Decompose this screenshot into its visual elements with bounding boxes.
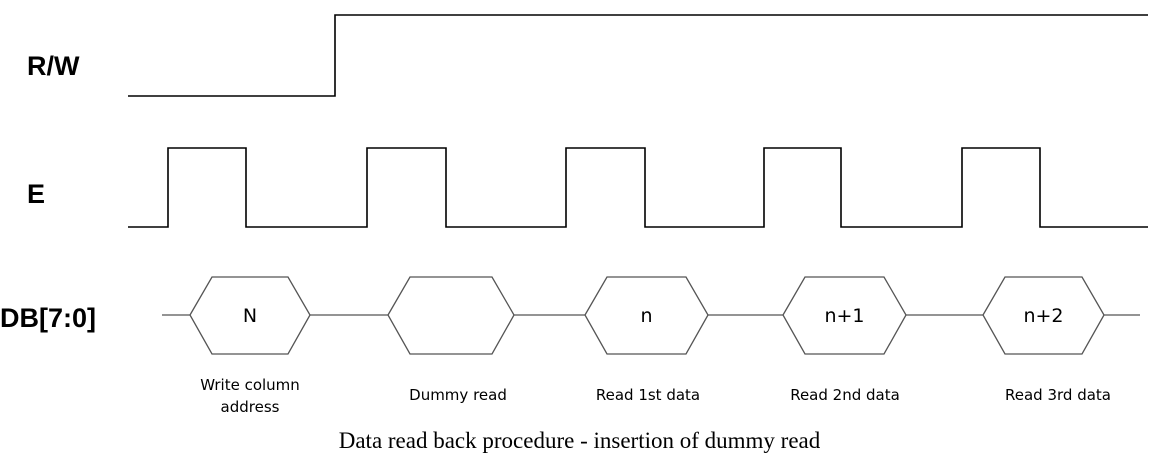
phase-label: Dummy read [409, 386, 507, 404]
phase-label: Read 2nd data [790, 386, 900, 404]
phase-label: address [221, 398, 280, 416]
e-signal-label: E [27, 179, 45, 209]
phase-label: Read 3rd data [1005, 386, 1111, 404]
phase-label: Write column [200, 376, 300, 394]
bus-value-label: n [640, 305, 652, 327]
db-signal-label: DB[7:0] [0, 303, 96, 333]
bus-value-hexagon [584, 276, 709, 355]
bus-value-hexagon [387, 276, 515, 355]
rw-signal-label: R/W [27, 51, 80, 81]
figure-caption: Data read back procedure - insertion of … [338, 428, 821, 453]
bus-value-hexagon [189, 276, 311, 355]
phase-label: Read 1st data [596, 386, 700, 404]
bus-value-hexagon [782, 276, 907, 355]
phase-labels: Write column address Dummy read Read 1st da… [200, 376, 1111, 416]
bus-value-label: n+2 [1023, 305, 1063, 327]
bus-value-label: N [243, 305, 257, 327]
rw-waveform [128, 14, 1148, 97]
e-waveform [128, 147, 1148, 228]
bus-value-label: n+1 [824, 305, 864, 327]
bus-value-hexagon [982, 276, 1105, 355]
